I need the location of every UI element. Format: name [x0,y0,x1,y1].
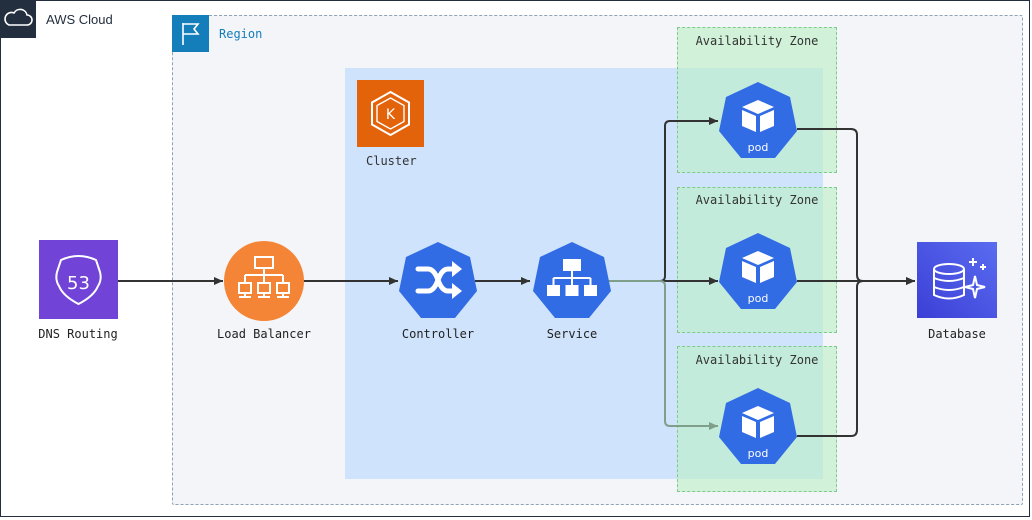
aws-cloud-title: AWS Cloud [46,12,113,27]
availability-zone-title: Availability Zone [695,193,819,207]
dns-routing-label: DNS Routing [38,327,118,341]
load-balancer-icon [224,241,304,321]
database-node [917,242,997,318]
cloud-icon [0,0,36,38]
service-label: Service [546,327,598,341]
controller-label: Controller [401,327,475,341]
pod-cube-icon: pod [719,82,797,158]
edge-service-to-pod-1 [608,117,718,282]
database-label: Database [928,327,986,341]
flag-icon [172,15,209,52]
edge-pod-3-to-database [797,280,864,437]
region-title: Region [219,27,263,41]
edge-service-to-pod-3 [608,280,718,430]
hierarchy-icon [533,242,611,318]
service-node [532,242,612,320]
pod-label: pod [748,141,769,154]
pod-node: pod [718,82,798,160]
controller-node [398,242,478,320]
availability-zone-title: Availability Zone [695,353,819,367]
dns-routing-node: 53 [39,240,118,319]
pod-cube-icon: pod [719,388,797,464]
availability-zone-title: Availability Zone [695,34,819,48]
route53-number: 53 [67,273,90,294]
load-balancer-label: Load Balancer [217,327,311,341]
pod-label: pod [748,447,769,460]
database-icon [917,242,997,318]
pod-label: pod [748,292,769,305]
route53-icon: 53 [39,240,118,319]
kubernetes-icon: K [357,80,424,147]
pod-node: pod [718,388,798,466]
cluster-letter: K [386,107,396,123]
cluster-title: Cluster [366,154,417,168]
pod-cube-icon: pod [719,233,797,309]
shuffle-icon [399,242,477,318]
pod-node: pod [718,233,798,311]
edge-pod-1-to-database [797,128,915,285]
load-balancer-node [224,241,304,321]
